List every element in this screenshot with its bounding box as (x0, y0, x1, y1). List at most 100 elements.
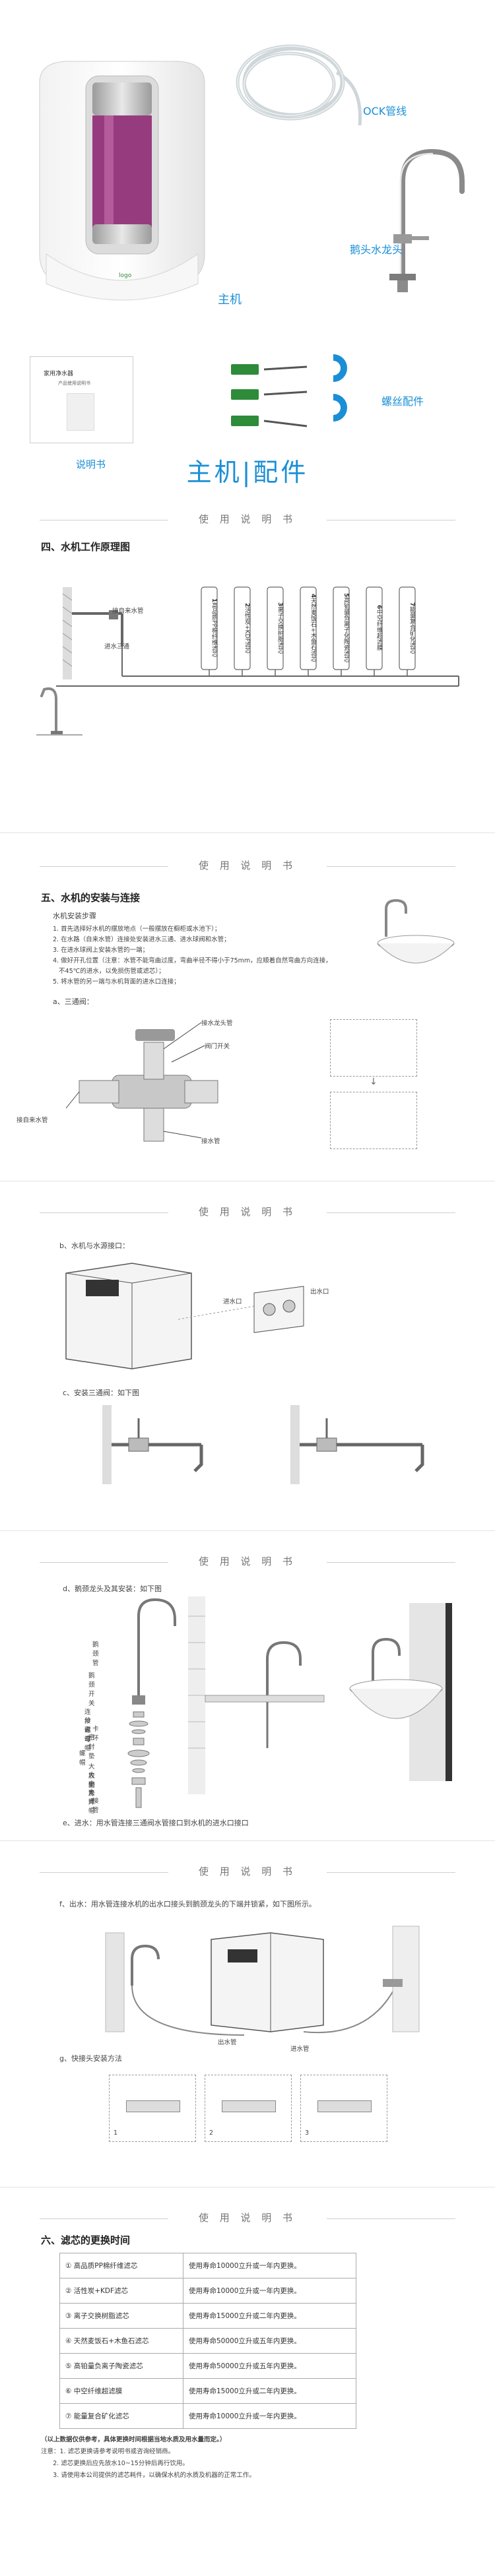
band-line-right (327, 866, 455, 867)
basin-illustration (377, 898, 455, 964)
tee-install-right (290, 1405, 424, 1484)
outlet-in-label: 进水管 (290, 2046, 310, 2053)
product-section: logo 主机 OCK管线 鹅头水龙头 家用净水器 产品使用说明书 (0, 0, 495, 541)
stage-2-num: 2 (244, 602, 250, 607)
quick-connector-icon (126, 2100, 180, 2112)
sec6-heading: 六、滤芯的更换时间 (41, 2234, 131, 2246)
sec-e-label: e、进水：用水管连接三通阀水管接口到水机的进水口接口 (63, 1819, 249, 1827)
faucet-part-3: 连接螺母 (84, 1709, 91, 1744)
faucet-part-8: 大胶圈 (88, 1763, 95, 1789)
faucet-basin-wall (349, 1603, 452, 1781)
sec5-a-label: a、三通阀： (53, 997, 94, 1006)
filter-name-cell: ② 活性炭+KDF滤芯 (59, 2278, 183, 2304)
port-in-label: 进水口 (223, 1298, 242, 1305)
valve-switch-label: 阀门开关 (205, 1043, 230, 1050)
sec5-step-5: 5. 将水管的另一端与水机背面的进水口连接； (53, 978, 180, 986)
faucet-part-10: 小垫片 (88, 1780, 95, 1806)
table-row: ⑦ 能量复合矿化滤芯使用寿命10000立升或一年内更换。 (59, 2403, 356, 2429)
filter-name-cell: ① 高品质PP棉纤维滤芯 (59, 2253, 183, 2278)
table-row: ④ 天然麦饭石+木鱼石滤芯使用寿命50000立升或五年内更换。 (59, 2328, 356, 2354)
filter-name-cell: ④ 天然麦饭石+木鱼石滤芯 (59, 2328, 183, 2354)
manual-card-picture (67, 393, 94, 431)
main-title: 主机|配件 (0, 452, 495, 488)
filter-time-cell: 使用寿命10000立升或一年内更换。 (183, 2403, 356, 2429)
section-band-1: 使 用 说 明 书 (0, 507, 495, 533)
filter-name-cell: ⑤ 高铂量负离子陶瓷滤芯 (59, 2353, 183, 2379)
pipe-coil-image (236, 44, 362, 126)
faucet-part-12: 接管 (92, 1798, 99, 1814)
stage-3-name: 离子交换树脂滤芯 (277, 606, 283, 654)
band-line-right (327, 1562, 455, 1563)
manual-card-subtitle: 产品使用说明书 (58, 381, 90, 386)
band-title-text: 使 用 说 明 书 (198, 2212, 297, 2224)
section-band-3: 使 用 说 明 书 (0, 1199, 495, 1226)
faucet-part-11: 大螺帽 (88, 1789, 95, 1815)
faucet-part-6: 密封垫 (88, 1734, 95, 1760)
quick-step-1-num: 1 (114, 2129, 118, 2137)
port-out-label: 出水口 (310, 1288, 329, 1296)
faucet-part-2: 鹅颈开关 (88, 1672, 95, 1707)
filter-time-cell: 使用寿命15000立升或二年内更换。 (183, 2303, 356, 2329)
faucet-part-5: 卡环 (92, 1726, 99, 1742)
divider-4 (0, 1840, 495, 1841)
filter-time-cell: 使用寿命50000立升或五年内更换。 (183, 2328, 356, 2354)
sec-d-label: d、鹅颈龙头及其安装：如下图 (63, 1585, 162, 1593)
table-row: ① 高品质PP棉纤维滤芯使用寿命10000立升或一年内更换。 (59, 2253, 356, 2278)
quick-connect-step-3: 3 (300, 2075, 387, 2142)
main-title-right: 配件 (253, 458, 309, 487)
table-row: ⑤ 高铂量负离子陶瓷滤芯使用寿命50000立升或五年内更换。 (59, 2353, 356, 2379)
screws-label: 螺丝配件 (381, 395, 424, 408)
svg-text:logo: logo (119, 272, 132, 279)
sec5-heading: 五、水机的安装与连接 (41, 892, 141, 904)
sec5-step-4: 4. 做好开孔位置（注意：水管不能弯曲过度，弯曲半径不得小于75mm，应顺着自然… (53, 957, 332, 964)
quick-connector-icon (222, 2100, 276, 2112)
band-title-text: 使 用 说 明 书 (198, 1206, 297, 1218)
band-line-left (40, 2218, 168, 2219)
divider-3 (0, 1530, 495, 1531)
quick-connect-step-2: 2 (205, 2075, 292, 2142)
sec5-step-1: 1. 首先选择好水机的摆放地点（一般摆放在橱柜或水池下）； (53, 926, 221, 933)
faucet-label: 鹅头水龙头 (350, 243, 403, 256)
filter-name-cell: ③ 离子交换树脂滤芯 (59, 2303, 183, 2329)
quick-step-2-num: 2 (209, 2129, 214, 2137)
sec-b-label: b、水机与水源接口： (59, 1241, 129, 1250)
band-title-text: 使 用 说 明 书 (198, 860, 297, 871)
stage-3: 3离子交换树脂滤芯 (267, 589, 283, 667)
tee-valve-illustration (66, 1022, 218, 1142)
section-band-2: 使 用 说 明 书 (0, 853, 495, 879)
faucet-image (389, 148, 465, 292)
section-band-5: 使 用 说 明 书 (0, 1859, 495, 1885)
manual-label: 说明书 (76, 458, 106, 470)
pipe-label: OCK管线 (363, 105, 407, 117)
stage-6-num: 6 (376, 605, 382, 610)
band-line-left (40, 866, 168, 867)
stage-4: 4天然麦饭石+木鱼石滤芯 (300, 589, 316, 667)
valve-detail-box-2 (330, 1092, 417, 1149)
valve-ball-label: 接水龙头管 (201, 1020, 233, 1027)
sec-f-label: f、出水：用水管连接水机的出水口接头到鹅颈龙头的下端并锁紧，如下图所示。 (59, 1900, 316, 1908)
filter-time-cell: 使用寿命10000立升或一年内更换。 (183, 2253, 356, 2278)
stage-6-name: 中空纤维超滤膜 (376, 609, 382, 651)
outlet-out-label: 出水管 (218, 2039, 237, 2046)
filter-name-cell: ⑥ 中空纤维超滤膜 (59, 2378, 183, 2404)
stage-5-num: 5 (343, 593, 349, 598)
quick-connector-icon (317, 2100, 372, 2112)
manual-card: 家用净水器 产品使用说明书 (30, 356, 133, 443)
faucet-on-counter (188, 1596, 325, 1794)
sec-g-label: g、快接头安装方法 (59, 2054, 122, 2063)
valve-detail-box-1 (330, 1019, 417, 1077)
band-line-right (327, 2218, 455, 2219)
main-title-left: 主机 (186, 458, 242, 487)
outlet-connection-diagram (105, 1926, 420, 2036)
stage-7-num: 7 (409, 602, 415, 607)
stage-4-num: 4 (310, 594, 316, 598)
arrow-down-icon: ↓ (370, 1077, 378, 1087)
band-title-text: 使 用 说 明 书 (198, 1866, 297, 1877)
faucet-part-7: 螺帽 (79, 1750, 86, 1767)
valve-tap-label: 接自来水管 (16, 1117, 48, 1124)
band-line-right (327, 1872, 455, 1873)
table-row: ② 活性炭+KDF滤芯使用寿命10000立升或一年内更换。 (59, 2278, 356, 2304)
quick-connect-step-1: 1 (109, 2075, 196, 2142)
divider-1 (0, 832, 495, 833)
stage-3-num: 3 (277, 602, 283, 607)
